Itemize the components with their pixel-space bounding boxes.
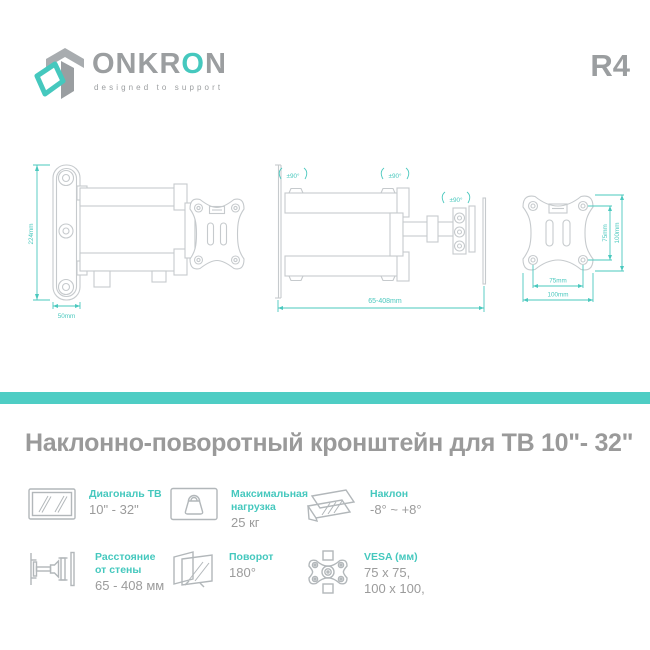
spec-label: Максимальная нагрузка [231, 488, 309, 514]
drawing-side-view: 224mm [28, 164, 245, 320]
spec-text: Поворот 180° [229, 550, 273, 581]
onkron-logo-icon [34, 48, 84, 99]
spec-value: 10" - 32" [89, 502, 139, 518]
spec-text: Расстояние от стены 65 - 408 мм [95, 550, 164, 595]
spec-value: -8° ~ +8° [370, 502, 422, 518]
spec-label: Поворот [229, 550, 274, 563]
side-height-dim: 224mm [28, 224, 35, 245]
spec-value: 180° [229, 564, 256, 580]
spec-swivel: Поворот 180° [170, 550, 305, 599]
vesa-icon [305, 549, 351, 599]
tilt-icon [305, 487, 357, 530]
top-rotation-mid: ±90° [389, 172, 402, 180]
front-horizontal-outer-dim: 100mm [548, 292, 569, 299]
top-rotation-left: ±90° [287, 172, 300, 180]
spec-label: VESA (мм) [364, 550, 418, 563]
spec-value: 75 x 75, 100 x 100, [364, 564, 425, 596]
spec-vesa: VESA (мм) 75 x 75, 100 x 100, [305, 549, 634, 599]
spec-label: Расстояние от стены [95, 550, 156, 576]
spec-value: 65 - 408 мм [95, 577, 165, 593]
spec-label: Наклон [370, 488, 409, 500]
front-vertical-outer-dim: 100mm [614, 223, 621, 244]
brand-name: ONKRON [92, 50, 227, 79]
accent-divider [0, 392, 650, 404]
spec-text: Диагональ ТВ 10" - 32" [89, 487, 162, 518]
front-horizontal-inner-dim: 75mm [549, 278, 567, 285]
tv-diagonal-icon [28, 487, 76, 526]
front-vertical-inner-dim: 75mm [602, 224, 609, 242]
model-label: R4 [590, 48, 630, 83]
brand-part2: N [204, 48, 227, 80]
logo-text: ONKRON designed to support [92, 50, 227, 93]
spec-label: Диагональ ТВ [89, 488, 162, 500]
swivel-icon [170, 550, 216, 593]
product-title: Наклонно-поворотный кронштейн для ТВ 10"… [25, 429, 634, 457]
spec-text: Наклон -8° ~ +8° [370, 487, 422, 518]
spec-wall-distance: Расстояние от стены 65 - 408 мм [28, 550, 170, 599]
brand-accent-letter: O [181, 48, 205, 80]
spec-max-load: Максимальная нагрузка 25 кг [170, 487, 308, 532]
brand-part1: ONKR [92, 48, 182, 80]
technical-drawings: 224mm [28, 164, 624, 320]
spec-tilt: Наклон -8° ~ +8° [305, 487, 634, 532]
spec-text: Максимальная нагрузка 25 кг [231, 487, 308, 532]
spec-text: VESA (мм) 75 x 75, 100 x 100, [364, 550, 425, 598]
max-load-icon [170, 487, 218, 526]
wall-distance-icon [28, 550, 82, 593]
top-rotation-right: ±90° [450, 196, 463, 204]
onkron-logo: ONKRON designed to support [28, 44, 227, 100]
spec-value: 25 кг [231, 515, 260, 531]
top-extension-dim: 65-408mm [368, 298, 402, 305]
drawing-top-view: ±90° ±90° ±90° [275, 164, 487, 312]
drawing-front-view: 75mm 100mm 75mm 100mm [522, 194, 624, 302]
brand-tagline: designed to support [94, 83, 224, 92]
side-width-dim: 50mm [58, 313, 76, 320]
spec-tv-diagonal: Диагональ ТВ 10" - 32" [28, 487, 170, 532]
specs-grid: Диагональ ТВ 10" - 32" Максимальная нагр… [28, 487, 634, 599]
